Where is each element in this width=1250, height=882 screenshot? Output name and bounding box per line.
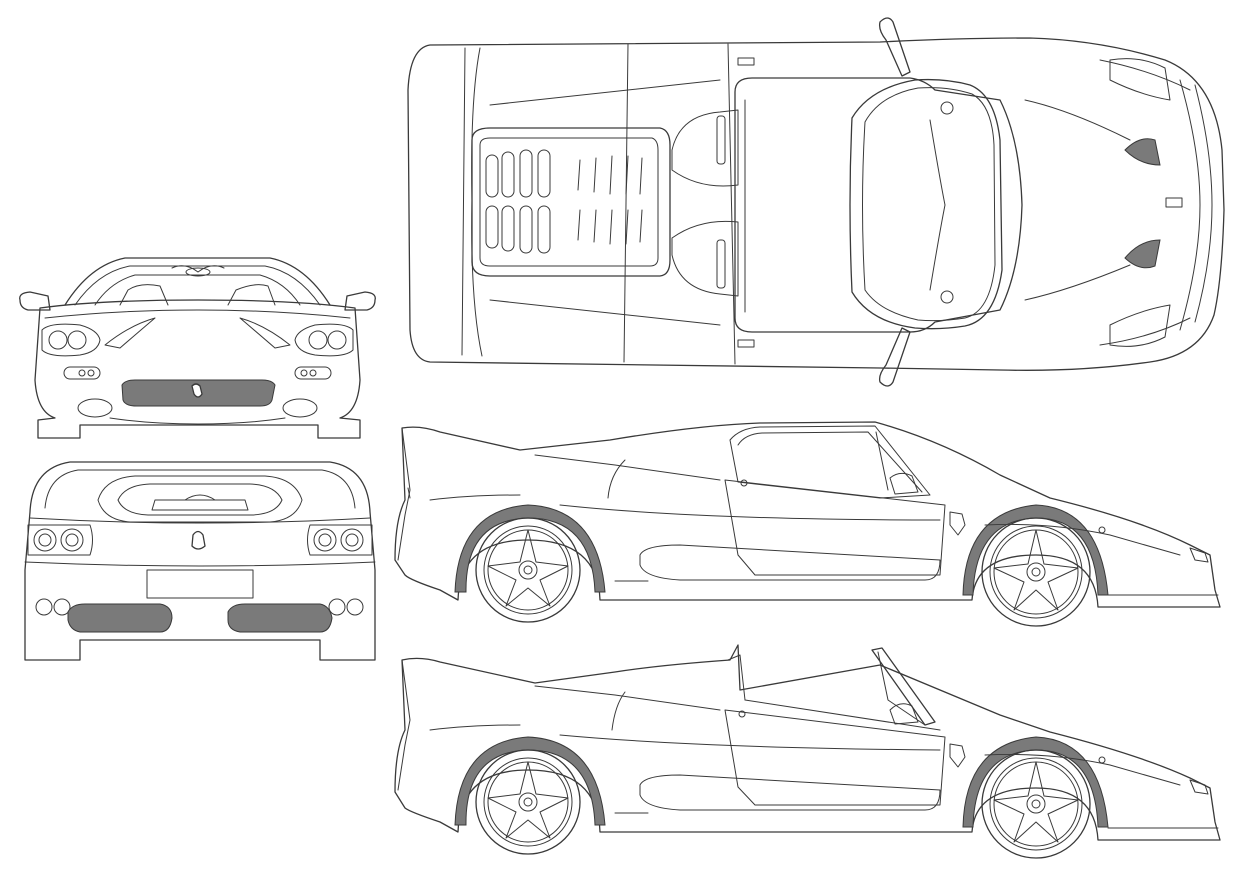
badge-icon [191,383,203,398]
rear-view [24,461,376,661]
front-view [19,257,376,439]
side-view-closed [394,421,1221,627]
rear-wheel [475,749,581,855]
engine-vents [485,149,643,254]
side-view-open [394,644,1221,859]
front-wheel [981,517,1091,627]
front-wheel [981,749,1091,859]
rear-wheel [475,517,581,623]
top-view [407,17,1225,387]
badge-icon [191,530,206,550]
